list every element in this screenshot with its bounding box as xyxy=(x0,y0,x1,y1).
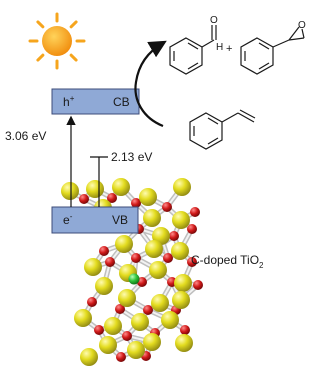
benzaldehyde-molecule xyxy=(169,25,217,75)
oxygen-atom xyxy=(131,253,141,263)
carbon-dopant-atom xyxy=(128,273,140,285)
titanium-atom xyxy=(131,313,149,331)
titanium-atom xyxy=(171,242,189,260)
oxygen-atom xyxy=(190,207,200,217)
epoxide-oxygen-label: O xyxy=(298,20,306,31)
titanium-atom xyxy=(149,261,167,279)
oxygen-atom xyxy=(193,280,203,290)
electron-label: e- xyxy=(63,212,73,227)
oxygen-atom xyxy=(116,352,126,362)
oxygen-atom xyxy=(87,297,97,307)
oxygen-atom xyxy=(169,231,179,241)
styrene-oxide-molecule xyxy=(240,26,305,75)
oxygen-atom xyxy=(99,246,109,256)
titanium-atom xyxy=(61,182,79,200)
titanium-atom xyxy=(112,178,130,196)
vb-label: VB xyxy=(112,213,128,227)
styrene-molecule xyxy=(189,109,256,150)
titanium-atom xyxy=(74,309,92,327)
titanium-atom xyxy=(174,274,192,292)
titanium-atom xyxy=(161,311,179,329)
sun-ray xyxy=(36,20,45,29)
titanium-atom xyxy=(172,291,190,309)
cb-label: CB xyxy=(113,95,130,109)
reaction-arrow xyxy=(134,40,167,128)
titanium-atom xyxy=(86,180,104,198)
oxygen-atom xyxy=(115,304,125,314)
oxygen-atom xyxy=(122,331,132,341)
oxygen-atom xyxy=(187,257,197,267)
titanium-atom xyxy=(173,178,191,196)
titanium-atom xyxy=(139,188,157,206)
titanium-atom xyxy=(151,294,169,312)
sun-ray xyxy=(36,53,45,62)
aldehyde-hydrogen-label: H xyxy=(216,42,223,53)
titanium-atom xyxy=(175,334,193,352)
titanium-atom xyxy=(99,336,117,354)
dopant-level-energy: 2.13 eV xyxy=(111,150,152,164)
titanium-atom xyxy=(118,289,136,307)
hole-label: h+ xyxy=(63,94,75,109)
titanium-atom xyxy=(172,211,190,229)
material-label: C-doped TiO2 xyxy=(191,253,264,270)
oxygen-atom xyxy=(131,198,141,208)
plus-sign: + xyxy=(226,43,232,55)
oxygen-atom xyxy=(163,253,173,263)
tio2-crystal-lattice xyxy=(61,178,203,366)
titanium-atom xyxy=(80,348,98,366)
oxygen-atom xyxy=(137,277,147,287)
conduction-band: h+ CB xyxy=(51,88,140,115)
titanium-atom xyxy=(143,333,161,351)
sun-icon xyxy=(28,12,86,70)
oxygen-atom xyxy=(162,202,172,212)
oxygen-atom xyxy=(187,224,197,234)
titanium-atom xyxy=(127,341,145,359)
sun-ray xyxy=(69,53,78,62)
dopant-level-marker xyxy=(90,156,108,207)
oxygen-atom xyxy=(180,325,190,335)
oxygen-atom xyxy=(143,305,153,315)
titanium-atom xyxy=(95,277,113,295)
titanium-atom xyxy=(143,209,161,227)
oxygen-atom xyxy=(94,325,104,335)
oxygen-atom xyxy=(105,257,115,267)
sun-ray xyxy=(69,20,78,29)
oxygen-atom xyxy=(79,194,89,204)
aldehyde-oxygen-label: O xyxy=(210,15,218,26)
band-gap-energy: 3.06 eV xyxy=(5,129,46,143)
oxygen-atom xyxy=(107,193,117,203)
titanium-atom xyxy=(84,258,102,276)
titanium-atom xyxy=(115,235,133,253)
valence-band: e- VB xyxy=(51,206,139,234)
titanium-atom xyxy=(145,240,163,258)
titanium-atom xyxy=(104,317,122,335)
